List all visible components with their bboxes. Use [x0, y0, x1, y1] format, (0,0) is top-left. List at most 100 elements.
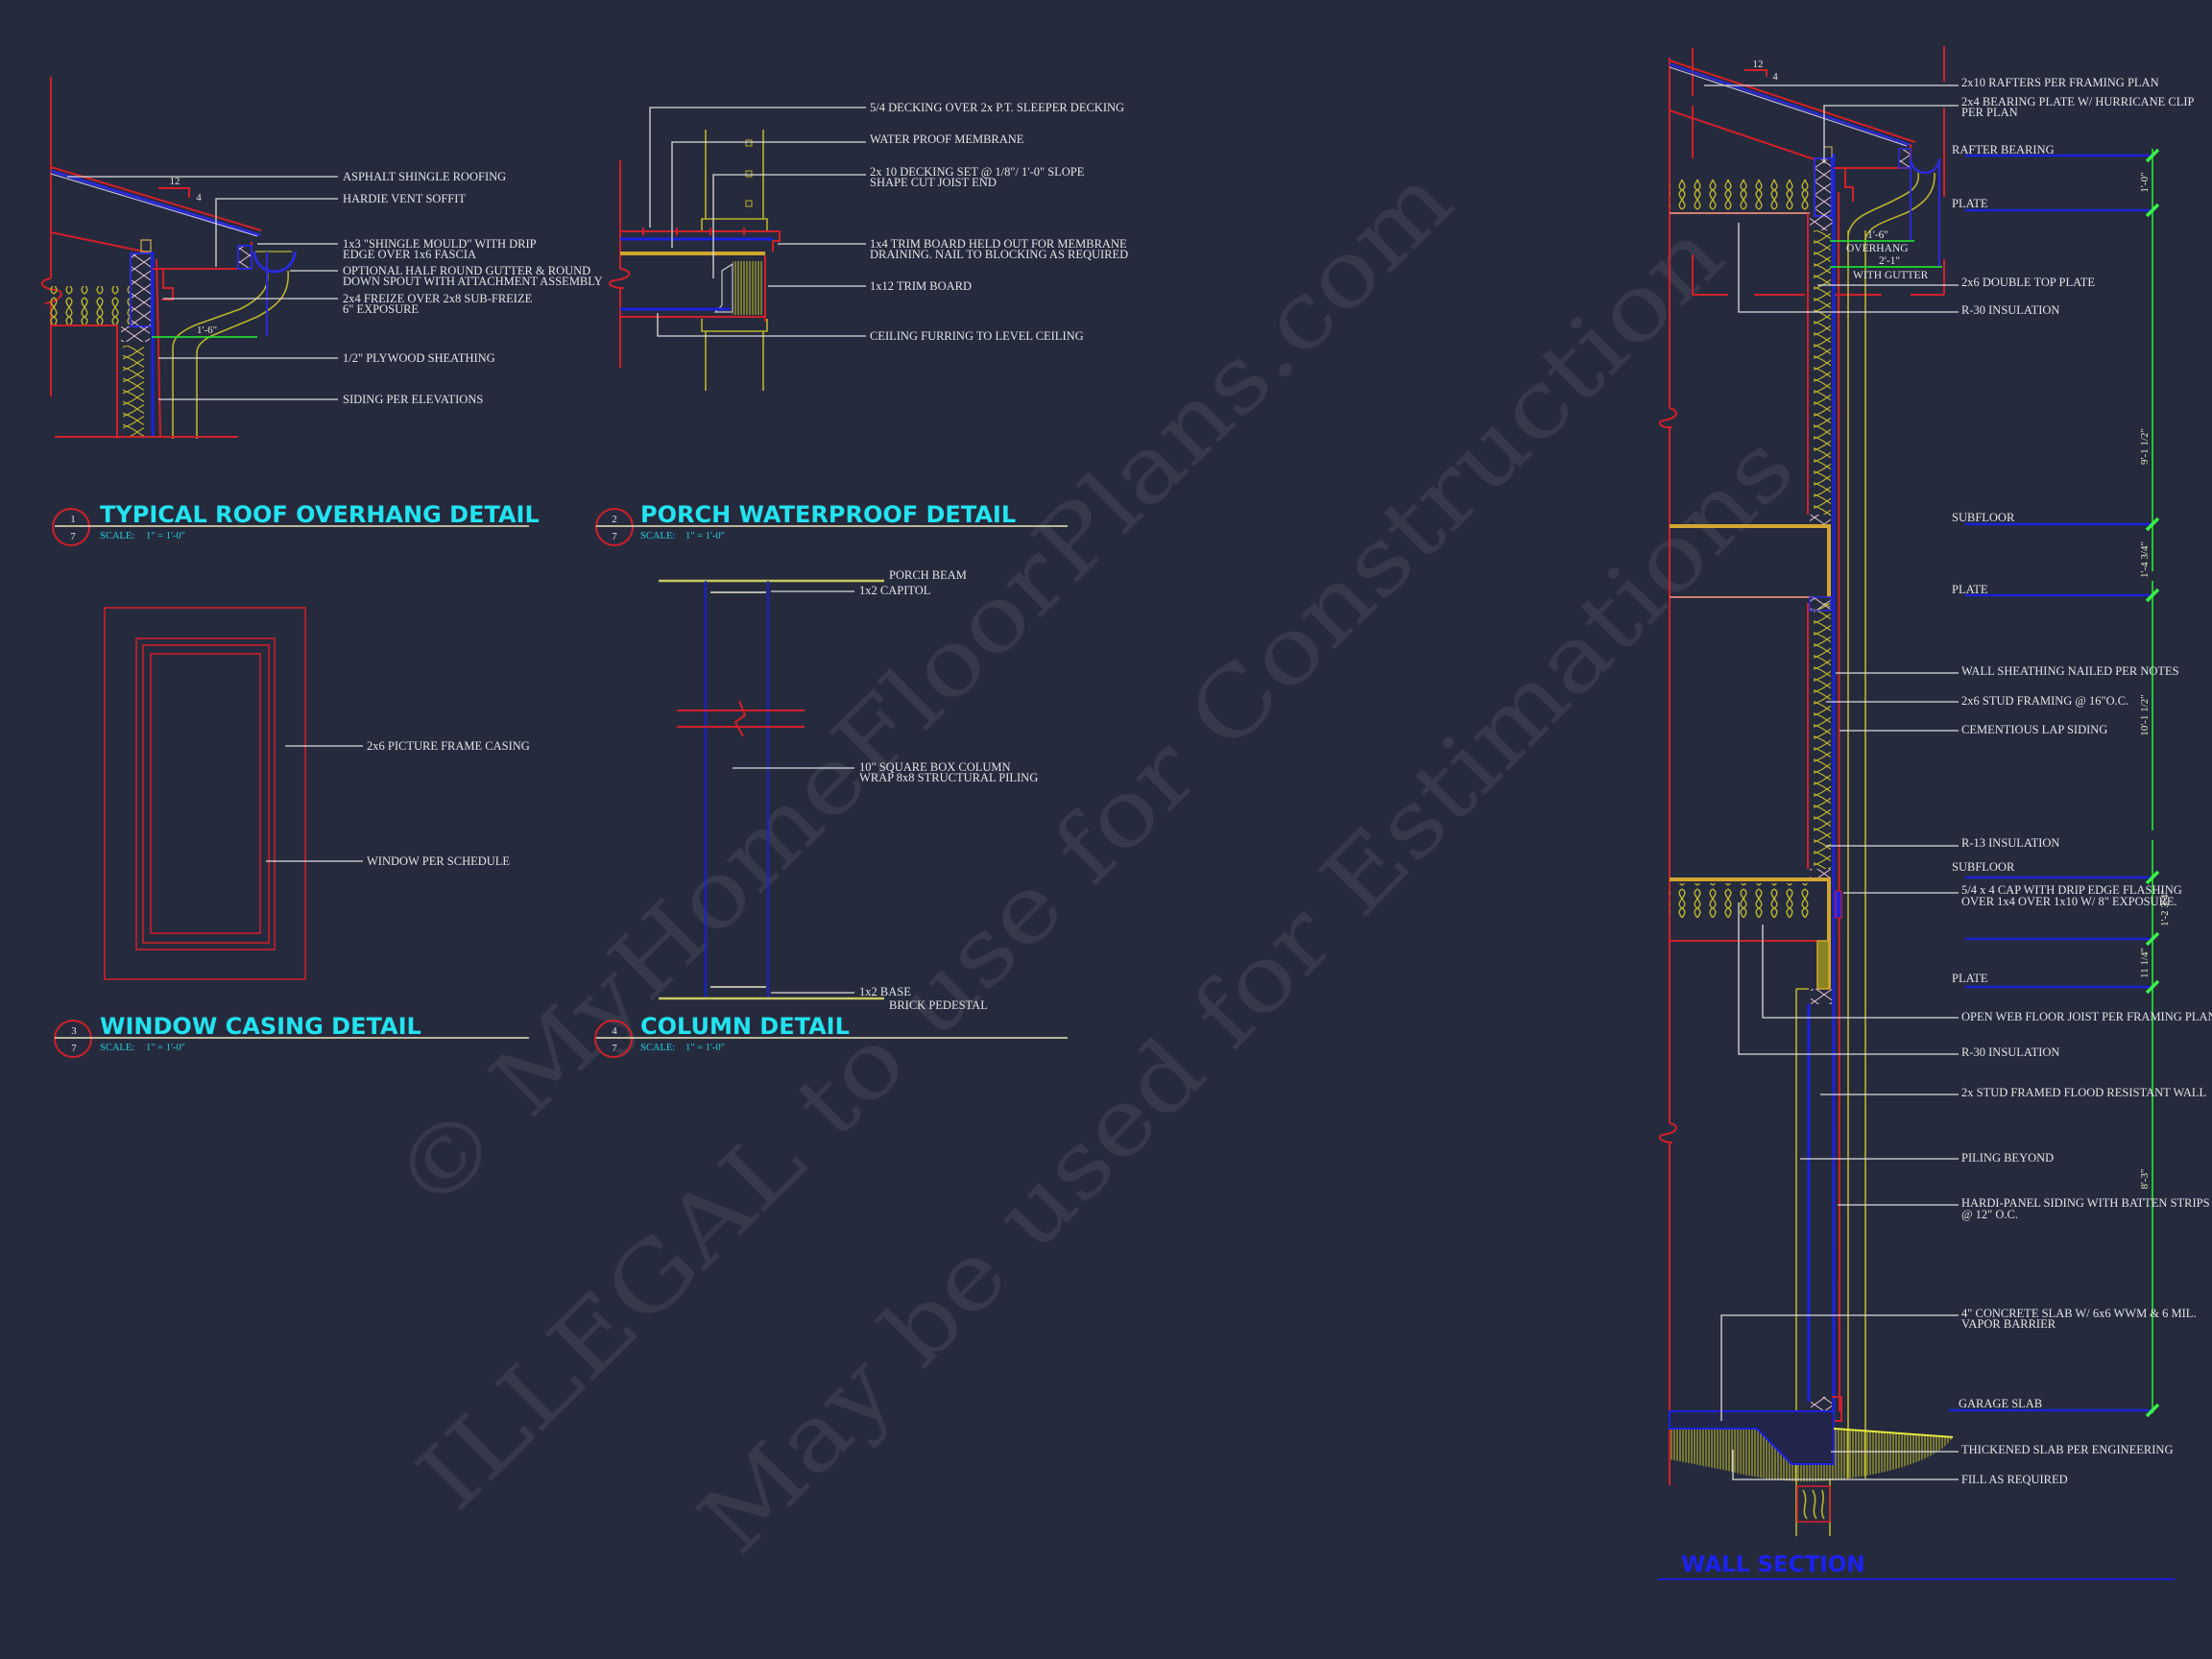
detail-number: 1 [70, 514, 76, 525]
roof-overhang-drawing: 12 4 1'-6" [40, 77, 297, 439]
label-decking-set: 2x 10 DECKING SET @ 1/8"/ 1'-0" SLOPE [870, 165, 1085, 179]
label-gutter-2: DOWN SPOUT WITH ATTACHMENT ASSEMBLY [343, 275, 603, 288]
label-double-top-plate: 2x6 DOUBLE TOP PLATE [1961, 276, 2095, 289]
wall-section-detail: 12 4 1'-6" OVERHANG 2'-1" WITH [1658, 46, 2212, 1580]
detail-number: 4 [612, 1025, 617, 1037]
detail-number: 3 [71, 1025, 77, 1037]
dimension: 1'-0" [2139, 172, 2151, 192]
label-freize: 2x4 FREIZE OVER 2x8 SUB-FREIZE [343, 292, 533, 305]
overhang-dimension: 1'-6" [1867, 229, 1888, 241]
scale-label: SCALE: [100, 1043, 134, 1053]
label-freize-2: 6" EXPOSURE [343, 302, 419, 316]
watermark-line-3: May be used for Estimations [679, 413, 1815, 1574]
dimension: 10'-1 1/2" [2139, 694, 2151, 735]
label-thickened-slab: THICKENED SLAB PER ENGINEERING [1961, 1443, 2173, 1456]
sheet-number: 7 [612, 531, 617, 542]
label-r30-insulation: R-30 INSULATION [1961, 303, 2059, 317]
label-stud-framing: 2x6 STUD FRAMING @ 16"O.C. [1961, 694, 2128, 708]
window-casing-detail: 2x6 PICTURE FRAME CASING WINDOW PER SCHE… [54, 607, 530, 1058]
level-rafter-bearing: RAFTER BEARING [1952, 143, 2055, 156]
label-piling: PILING BEYOND [1961, 1151, 2054, 1165]
dimension: 1'-4 3/4" [2139, 541, 2151, 578]
label-porch-beam: PORCH BEAM [889, 568, 967, 582]
label-rafters: 2x10 RAFTERS PER FRAMING PLAN [1961, 76, 2159, 89]
watermark-line-2: ILLEGAL to use for Construction [397, 201, 1743, 1531]
label-decking-set-2: SHAPE CUT JOIST END [870, 176, 997, 189]
scale-label: SCALE: [640, 531, 675, 541]
label-base: 1x2 BASE [859, 985, 911, 998]
scale-value: 1" = 1'-0" [685, 1043, 725, 1053]
scale-value: 1" = 1'-0" [146, 531, 185, 541]
label-gutter: OPTIONAL HALF ROUND GUTTER & ROUND [343, 264, 590, 277]
label-box-column: 10" SQUARE BOX COLUMN [859, 760, 1011, 774]
label-shingle-mould-2: EDGE OVER 1x6 FASCIA [343, 248, 476, 261]
sheet-number: 7 [71, 1043, 77, 1054]
pitch-run: 12 [170, 176, 180, 187]
scale-label: SCALE: [640, 1043, 675, 1053]
porch-waterproof-detail: 5/4 DECKING OVER 2x P.T. SLEEPER DECKING… [595, 101, 1128, 546]
level-subfloor: SUBFLOOR [1952, 860, 2015, 874]
detail-title: PORCH WATERPROOF DETAIL [640, 501, 1016, 528]
dimension: 9'-1 1/2" [2139, 428, 2151, 465]
with-gutter-dimension: 2'-1" [1879, 255, 1900, 267]
label-floor-joist: OPEN WEB FLOOR JOIST PER FRAMING PLAN [1961, 1010, 2212, 1023]
porch-waterproof-title-block: 2 7 PORCH WATERPROOF DETAIL SCALE: 1" = … [595, 501, 1068, 546]
scale-value: 1" = 1'-0" [685, 531, 725, 541]
label-r30-insulation: R-30 INSULATION [1961, 1046, 2059, 1059]
watermark: © MyHomeFloorPlans.com ILLEGAL to use fo… [372, 146, 1815, 1574]
pitch-run: 12 [1753, 59, 1764, 70]
detail-title: WINDOW CASING DETAIL [100, 1013, 421, 1040]
label-shingle-mould: 1x3 "SHINGLE MOULD" WITH DRIP [343, 237, 537, 251]
label-1x12-trim: 1x12 TRIM BOARD [870, 279, 972, 293]
porch-waterproof-drawing [609, 130, 781, 391]
roof-overhang-detail: 12 4 1'-6" [40, 77, 603, 546]
label-capitol: 1x2 CAPITOL [859, 584, 930, 597]
label-fill: FILL AS REQUIRED [1961, 1473, 2068, 1486]
dimension: 8'-3" [2139, 1168, 2151, 1189]
level-plate: PLATE [1952, 197, 1988, 210]
scale-label: SCALE: [100, 531, 134, 541]
pitch-rise: 4 [1772, 71, 1778, 83]
porch-waterproof-leaders [649, 107, 866, 337]
overhang-dimension: 1'-6" [197, 325, 217, 336]
detail-title: COLUMN DETAIL [640, 1013, 850, 1040]
wall-section-leaders [1704, 84, 1959, 1480]
level-plate: PLATE [1952, 583, 1988, 596]
label-cap-flashing: 5/4 x 4 CAP WITH DRIP EDGE FLASHING [1961, 883, 2182, 897]
level-garage-slab: GARAGE SLAB [1959, 1397, 2042, 1410]
label-box-column-2: WRAP 8x8 STRUCTURAL PILING [859, 771, 1038, 784]
detail-title: TYPICAL ROOF OVERHANG DETAIL [100, 501, 540, 528]
with-gutter-label: WITH GUTTER [1853, 270, 1929, 281]
label-1x4-trim: 1x4 TRIM BOARD HELD OUT FOR MEMBRANE [870, 237, 1127, 251]
level-plate: PLATE [1952, 972, 1988, 985]
label-hardie-soffit: HARDIE VENT SOFFIT [343, 192, 466, 205]
roof-overhang-title-block: 1 7 TYPICAL ROOF OVERHANG DETAIL SCALE: … [52, 501, 540, 546]
label-plywood: 1/2" PLYWOOD SHEATHING [343, 351, 495, 365]
wall-section-levels [1949, 148, 2160, 1418]
label-bearing-plate-2: PER PLAN [1961, 106, 2018, 119]
label-picture-frame-casing: 2x6 PICTURE FRAME CASING [367, 739, 530, 753]
column-detail: PORCH BEAM 1x2 CAPITOL 10" SQUARE BOX CO… [594, 568, 1068, 1058]
label-flood-wall: 2x STUD FRAMED FLOOD RESISTANT WALL [1961, 1086, 2206, 1099]
label-bearing-plate: 2x4 BEARING PLATE W/ HURRICANE CLIP [1961, 95, 2195, 108]
label-concrete-slab: 4" CONCRETE SLAB W/ 6x6 WWM & 6 MIL. [1961, 1307, 2197, 1320]
label-brick-pedestal: BRICK PEDESTAL [889, 998, 988, 1012]
dimension: 1'-2 3/4" [2159, 890, 2171, 926]
label-wall-sheathing: WALL SHEATHING NAILED PER NOTES [1961, 664, 2179, 678]
level-subfloor: SUBFLOOR [1952, 511, 2015, 524]
label-lap-siding: CEMENTIOUS LAP SIDING [1961, 723, 2107, 736]
window-casing-title-block: 3 7 WINDOW CASING DETAIL SCALE: 1" = 1'-… [54, 1013, 529, 1058]
sheet-number: 7 [70, 531, 76, 542]
label-decking: 5/4 DECKING OVER 2x P.T. SLEEPER DECKING [870, 101, 1124, 114]
label-asphalt-shingle: ASPHALT SHINGLE ROOFING [343, 170, 506, 183]
label-siding: SIDING PER ELEVATIONS [343, 393, 483, 406]
wall-section-drawing: 12 4 1'-6" OVERHANG 2'-1" WITH [1658, 46, 1954, 1536]
scale-value: 1" = 1'-0" [146, 1043, 185, 1053]
roof-overhang-leaders [67, 176, 338, 400]
label-r13-insulation: R-13 INSULATION [1961, 836, 2059, 850]
wall-section-dimensions: 1'-0" 9'-1 1/2" 1'-4 3/4" 10'-1 1/2" 1'-… [2139, 172, 2171, 1189]
overhang-label: OVERHANG [1846, 243, 1909, 254]
column-drawing [659, 579, 884, 1000]
window-casing-drawing [104, 607, 306, 980]
